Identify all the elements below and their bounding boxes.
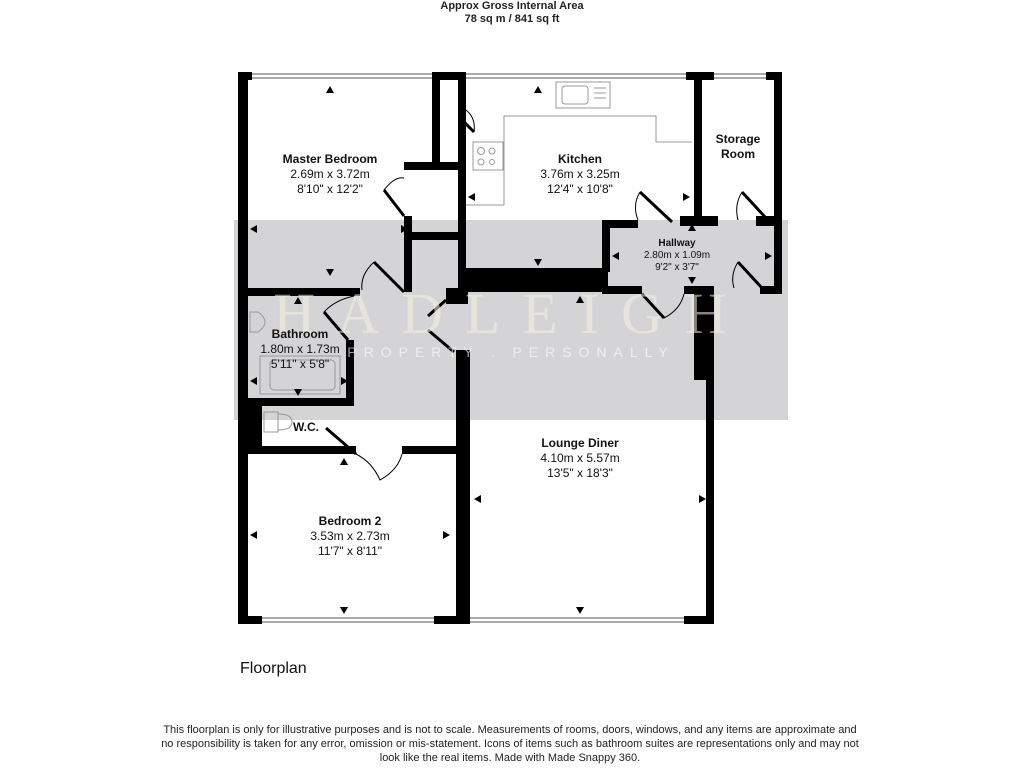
bath-icon	[259, 355, 341, 395]
room-bedroom-2: Bedroom 2 3.53m x 2.73m 11'7" x 8'11"	[310, 514, 390, 558]
windows	[252, 73, 766, 623]
room-master-bedroom: Master Bedroom 2.69m x 3.72m 8'10" x 12'…	[282, 152, 378, 196]
fixtures	[249, 81, 692, 433]
toilet-icon	[263, 411, 279, 433]
area-value: 78 sq m / 841 sq ft	[464, 13, 560, 25]
walls	[238, 72, 782, 624]
area-header: Approx Gross Internal Area 78 sq m / 841…	[0, 0, 1024, 26]
room-hallway: Hallway 2.80m x 1.09m 9'2" x 3'7"	[643, 238, 711, 273]
room-storage: Storage Room	[715, 132, 761, 161]
room-kitchen: Kitchen 3.76m x 3.25m 12'4" x 10'8"	[540, 152, 620, 196]
doors	[322, 109, 768, 481]
room-lounge-diner: Lounge Diner 4.10m x 5.57m 13'5" x 18'3"	[540, 436, 620, 480]
disclaimer-text: This floorplan is only for illustrative …	[161, 724, 859, 764]
sink-icon	[555, 81, 611, 109]
worktop-outline	[503, 115, 692, 164]
floorplan-caption: Floorplan	[240, 660, 307, 677]
dimension-markers	[250, 86, 772, 614]
basin-icon	[249, 311, 266, 333]
area-title: Approx Gross Internal Area	[440, 0, 584, 12]
room-bathroom: Bathroom 1.80m x 1.73m 5'11" x 5'8"	[260, 327, 340, 371]
room-wc: W.C.	[293, 420, 319, 434]
hob-icon	[472, 141, 504, 171]
